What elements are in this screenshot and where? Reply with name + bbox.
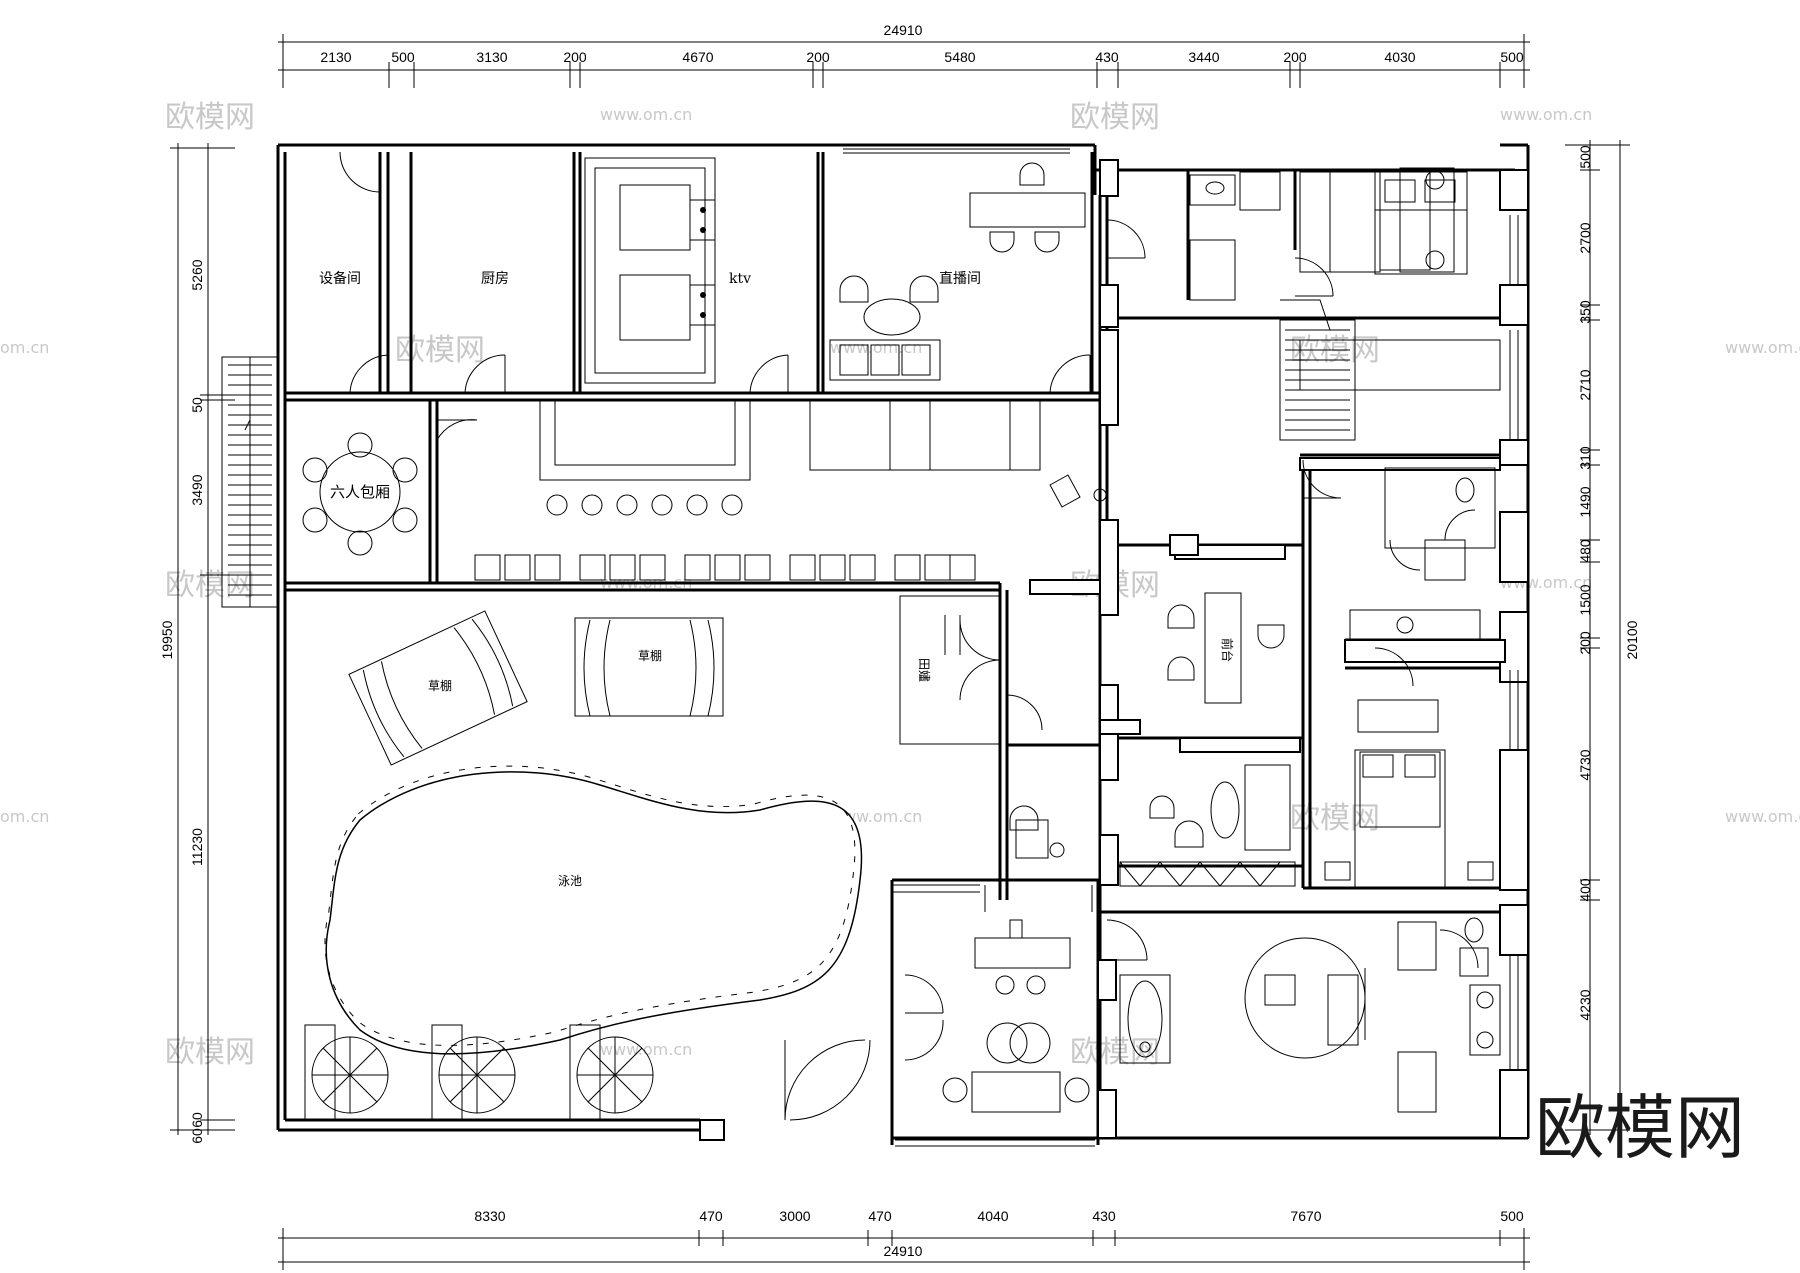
top-dim: 4670: [682, 49, 713, 65]
bedroom-lower: [1324, 699, 1501, 1056]
top-dim: 500: [1500, 49, 1524, 65]
watermark: 欧模网: [165, 100, 255, 135]
left-dim: 60: [189, 1112, 205, 1128]
watermark-url: www.om.cn: [600, 1040, 692, 1059]
doors: [339, 151, 1479, 1121]
pool-loungers: [304, 1024, 654, 1121]
right-dim: 1500: [1577, 584, 1593, 615]
room-label-front-desk: 前台: [1220, 638, 1235, 662]
right-dim: 200: [1577, 631, 1593, 655]
swimming-pool: [324, 765, 863, 1055]
right-overall-dim: 20100: [1624, 620, 1640, 659]
left-dim: 11230: [189, 828, 205, 866]
right-dim: 400: [1577, 878, 1593, 902]
top-overall-dim: 24910: [884, 22, 923, 38]
left-dim: 5260: [189, 259, 205, 290]
right-dim: 2700: [1577, 222, 1593, 253]
right-dim: 4730: [1577, 749, 1593, 780]
top-dim: 200: [806, 49, 830, 65]
lounge-furniture: [1009, 474, 1296, 887]
bottom-dim: 470: [699, 1208, 723, 1224]
room-label-six-room: 六人包厢: [330, 483, 390, 501]
bedroom-top: [1374, 171, 1468, 275]
right-dim: 1490: [1577, 486, 1593, 517]
room-label-canopy-right: 草棚: [638, 648, 662, 663]
watermark-url: www.om.cn: [600, 105, 692, 124]
interior-stairs: [1279, 299, 1501, 441]
dimension-labels: 24910 2130 500 3130 200 4670 200 5480 43…: [320, 22, 1523, 1259]
left-dim: 3490: [189, 474, 205, 505]
exterior-stairs: [221, 356, 279, 608]
left-dim: 50: [189, 397, 205, 413]
bathroom-mid: [1349, 467, 1496, 641]
canopies: [348, 610, 724, 766]
top-dim: 4030: [1384, 49, 1415, 65]
top-dim: 2130: [320, 49, 351, 65]
front-desk: [899, 592, 1285, 745]
right-dim: 4230: [1577, 989, 1593, 1020]
watermark: 欧模网: [1290, 801, 1380, 836]
bottom-dim: 3000: [779, 1208, 810, 1224]
left-overall-dim: 19950: [159, 620, 175, 659]
room-label-livestream: 直播间: [939, 270, 981, 287]
ktv-ottomans: [700, 207, 706, 318]
top-ticks: [282, 34, 1525, 88]
room-label-kitchen: 厨房: [481, 271, 509, 287]
dimension-lines: [170, 34, 1630, 1270]
watermark: 欧模网: [165, 1035, 255, 1070]
watermark: 欧模网: [1070, 1035, 1160, 1070]
bottom-dim: 500: [1500, 1208, 1524, 1224]
room-label-storage: 田嫿: [917, 658, 932, 682]
top-dim: 5480: [944, 49, 975, 65]
top-dim: 200: [1283, 49, 1307, 65]
room-label-ktv: ktv: [729, 271, 751, 287]
room-labels: 设备间 厨房 ktv 直播间 六人包厢 草棚 草棚 泳池 前台 田嫿: [319, 270, 1235, 888]
watermark-url: www.om.cn: [1725, 338, 1800, 357]
room-label-equipment: 设备间: [319, 270, 361, 287]
top-dim: 200: [563, 49, 587, 65]
watermark-url: www.om.cn: [830, 338, 922, 357]
right-dim: 480: [1577, 539, 1593, 563]
livestream-furniture: [829, 162, 1086, 381]
watermark-url: www.om.cn: [1725, 807, 1800, 826]
right-dim: 350: [1577, 300, 1593, 324]
wall-columns: [699, 159, 1529, 1141]
watermark: 欧模网: [395, 333, 485, 368]
watermark-url-layer: www.om.cn www.om.cn om.cn www.om.cn www.…: [0, 105, 1800, 1059]
bottom-dim: 470: [868, 1208, 892, 1224]
top-dim: 500: [391, 49, 415, 65]
bathtub: [1119, 974, 1171, 1064]
brand-logo: 欧模网: [1535, 1087, 1745, 1169]
windows: [843, 144, 1519, 1147]
bathroom-top: [1189, 167, 1455, 301]
room-label-canopy-left: 草棚: [428, 678, 452, 693]
watermark-url: om.cn: [0, 807, 49, 826]
right-dim: 2710: [1577, 369, 1593, 400]
watermark-url: www.om.cn: [1500, 105, 1592, 124]
right-dimension-labels: 20100 500 2700 350 2710 310 1490 480 150…: [1577, 145, 1640, 1020]
top-dim: 3130: [476, 49, 507, 65]
watermark: 欧模网: [1070, 100, 1160, 135]
bottom-dim: 7670: [1290, 1208, 1321, 1224]
left-dim: 60: [189, 1128, 205, 1144]
right-dim: 310: [1577, 446, 1593, 470]
bottom-dim: 430: [1092, 1208, 1116, 1224]
right-dim: 500: [1577, 145, 1593, 169]
six-person-table: [302, 432, 418, 556]
lower-lounge: [942, 819, 1090, 1113]
bar-counter: [474, 399, 1041, 581]
bottom-dim: 4040: [977, 1208, 1008, 1224]
bottom-overall-dim: 24910: [884, 1243, 923, 1259]
ktv-furniture: [584, 157, 716, 384]
watermark-layer: 欧模网 欧模网 欧模网 欧模网 欧模网 欧模网 欧模网 欧模网 欧模网 欧模网: [165, 100, 1380, 1070]
top-dim: 430: [1095, 49, 1119, 65]
round-bed-area: [1244, 921, 1437, 1113]
watermark-url: om.cn: [0, 338, 49, 357]
left-dimension-labels: 19950 5260 50 3490 11230 60 60: [159, 259, 205, 1144]
bottom-dim: 8330: [474, 1208, 505, 1224]
top-dim: 3440: [1188, 49, 1219, 65]
room-label-pool: 泳池: [558, 874, 582, 888]
